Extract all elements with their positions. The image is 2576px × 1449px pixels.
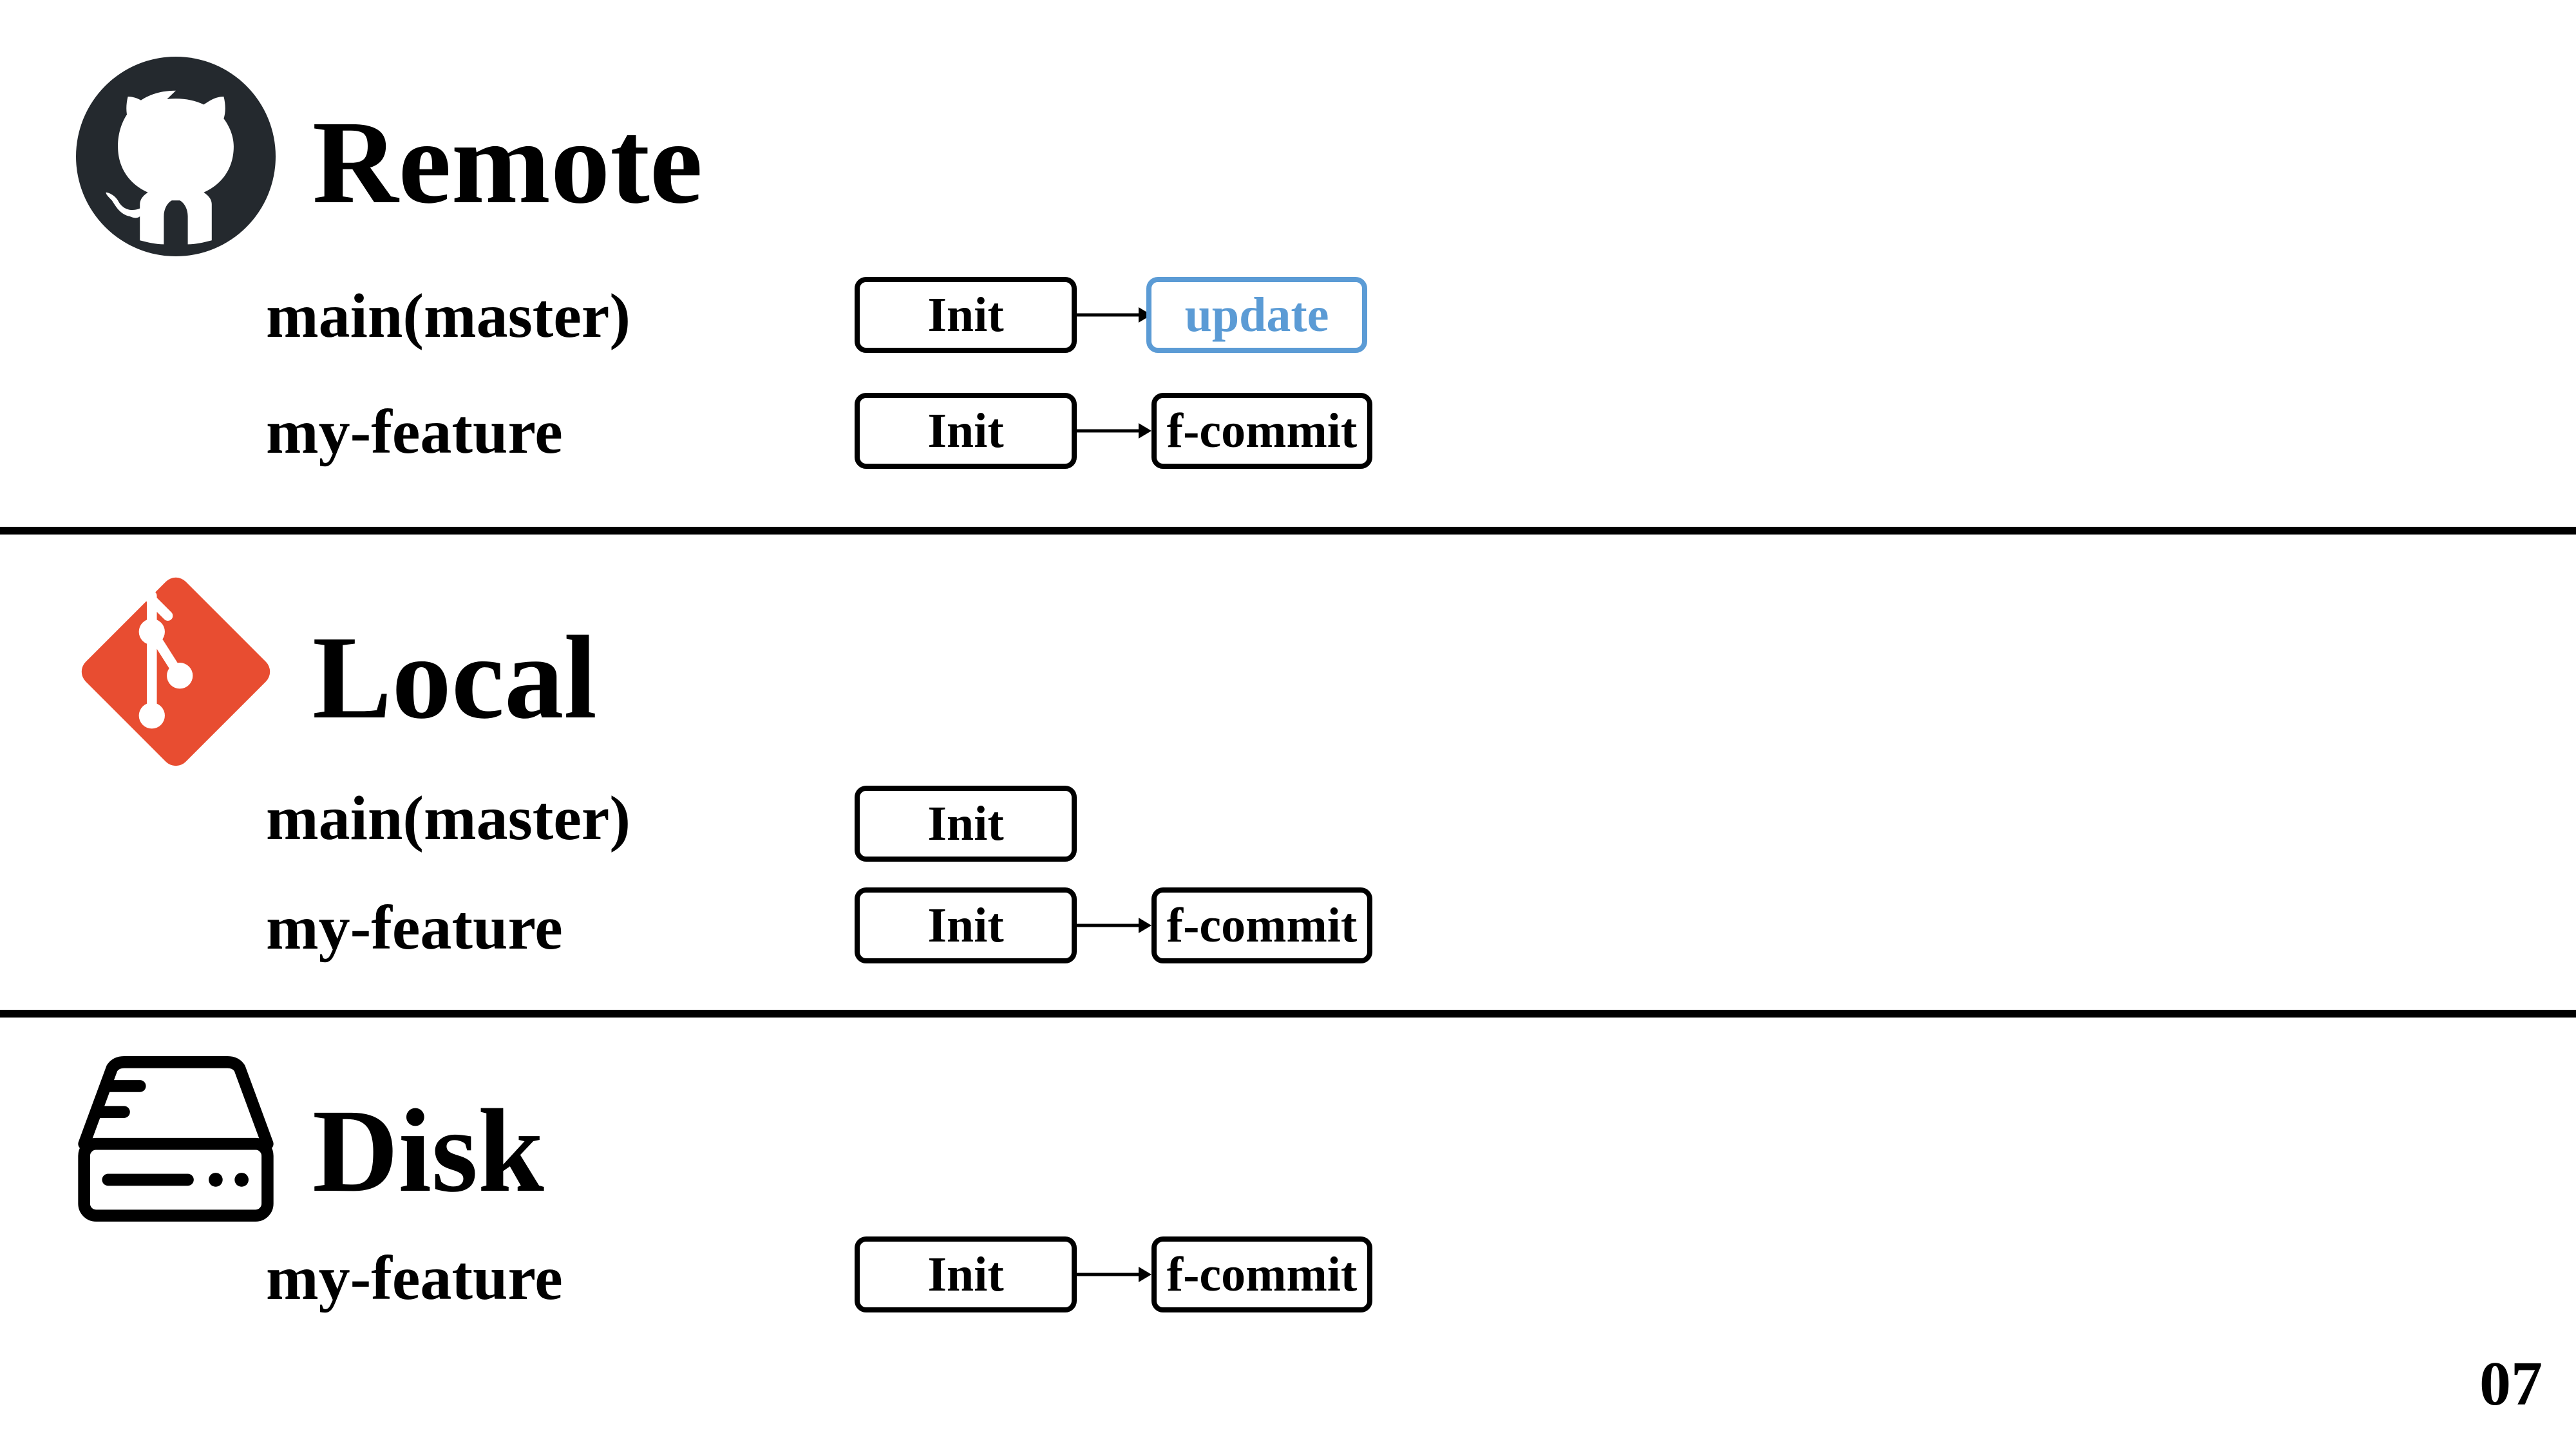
- remote-branch-feature-label: my-feature: [266, 397, 563, 467]
- local-branch-feature-label: my-feature: [266, 893, 563, 963]
- section-title-remote: Remote: [312, 97, 703, 229]
- page-number: 07: [2479, 1349, 2543, 1419]
- disk-feature-commit-f-commit: f-commit: [1151, 1236, 1372, 1312]
- disk-feature-commit-init: Init: [855, 1236, 1077, 1312]
- local-feature-commit-f-commit: f-commit: [1151, 887, 1372, 963]
- git-icon: [76, 572, 276, 772]
- section-divider: [0, 1010, 2576, 1018]
- remote-branch-main-label: main(master): [266, 281, 631, 351]
- remote-main-commit-update: update: [1146, 277, 1367, 353]
- github-icon: [76, 57, 276, 256]
- hard-drive-icon: [76, 1056, 276, 1224]
- local-main-commit-init: Init: [855, 786, 1077, 862]
- remote-feature-commit-f-commit: f-commit: [1151, 393, 1372, 469]
- disk-branch-feature-label: my-feature: [266, 1244, 563, 1313]
- section-title-local: Local: [312, 612, 597, 744]
- local-branch-main-label: main(master): [266, 784, 631, 853]
- remote-main-arrow: [1077, 302, 1151, 328]
- remote-feature-commit-init: Init: [855, 393, 1077, 469]
- local-feature-arrow: [1077, 913, 1151, 938]
- disk-feature-arrow: [1077, 1262, 1151, 1287]
- remote-main-commit-init: Init: [855, 277, 1077, 353]
- remote-feature-arrow: [1077, 418, 1151, 444]
- section-title-disk: Disk: [312, 1085, 544, 1217]
- section-divider: [0, 527, 2576, 535]
- local-feature-commit-init: Init: [855, 887, 1077, 963]
